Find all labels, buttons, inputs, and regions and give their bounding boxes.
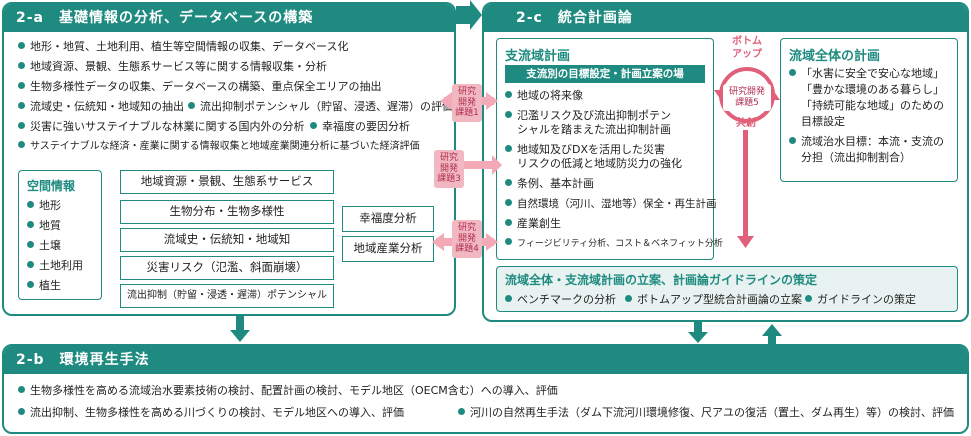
tag-task-3: 研究開発課題3 bbox=[434, 150, 464, 188]
panel-2a-title: 2-a 基礎情報の分析、データベースの構築 bbox=[4, 4, 454, 32]
bullet-dot bbox=[505, 111, 512, 118]
whole-plan-item-1: 「水害に安全で安心な地域」 bbox=[789, 67, 944, 81]
sub-plan-item-3: 地域知及びDXを活用した災害 bbox=[505, 143, 665, 157]
pink-down-arrow bbox=[737, 130, 754, 248]
sub-basin-plan-box: 支流域計画 支流別の目標設定・計画立案の場 地域の将来像 氾濫リスク及び流出抑制… bbox=[496, 38, 723, 260]
sub-basin-plan-title: 支流域計画 bbox=[505, 49, 571, 64]
bullet-2b-2: 流出抑制、生物多様性を高める川づくりの検討、モデル地区への導入、評価 bbox=[18, 406, 404, 420]
bullet-dot bbox=[18, 82, 25, 89]
bullet-dot bbox=[18, 408, 25, 415]
spatial-item-5: 植生 bbox=[27, 279, 61, 293]
box-disaster-risk: 災害リスク（氾濫、斜面崩壊） bbox=[120, 256, 334, 280]
spatial-item-4: 土地利用 bbox=[27, 259, 83, 273]
panel-2c-title: 2-c 統合計画論 bbox=[484, 4, 967, 32]
bullet-dot bbox=[505, 199, 512, 206]
sub-plan-item-2: 氾濫リスク及び流出抑制ポテン bbox=[505, 109, 671, 123]
sub-basin-banner: 支流別の目標設定・計画立案の場 bbox=[505, 65, 705, 83]
bullet-2a-6: 災害に強いサステイナブルな林業に関する国内外の分析 bbox=[18, 120, 305, 134]
bullet-dot bbox=[789, 69, 796, 76]
sub-plan-item-5: 自然環境（河川、湿地等）保全・再生計画 bbox=[505, 197, 717, 211]
bullet-dot bbox=[505, 219, 512, 226]
tag-task-5: 研究開発課題5 bbox=[723, 84, 771, 111]
bullet-2a-3: 生物多様性データの収集、データベースの構築、重点保全エリアの抽出 bbox=[18, 80, 381, 94]
guideline-title: 流域全体・支流域計画の立案、計画論ガイドラインの策定 bbox=[505, 273, 818, 287]
bullet-2a-1: 地形・地質、土地利用、植生等空間情報の収集、データベース化 bbox=[18, 40, 348, 54]
bullet-dot bbox=[458, 408, 465, 415]
bullet-dot bbox=[18, 141, 25, 148]
bullet-dot bbox=[625, 295, 632, 302]
panel-2b: 2-b 環境再生手法 生物多様性を高める流域治水要素技術の検討、配置計画の検討、… bbox=[2, 344, 969, 434]
guideline-item-1: ベンチマークの分析 bbox=[505, 293, 616, 307]
box-runoff-potential: 流出抑制（貯留・浸透・遅滞）ポテンシャル bbox=[120, 284, 334, 308]
bullet-dot bbox=[188, 102, 195, 109]
box-biodiversity: 生物分布・生物多様性 bbox=[120, 200, 334, 224]
bullet-dot bbox=[505, 295, 512, 302]
box-basin-history: 流域史・伝統知・地域知 bbox=[120, 228, 334, 252]
pink-arrow-3 bbox=[462, 155, 502, 175]
bullet-2b-1: 生物多様性を高める流域治水要素技術の検討、配置計画の検討、モデル地区（OECM含… bbox=[18, 384, 558, 398]
arrow-2b-up bbox=[762, 324, 782, 344]
bullet-dot bbox=[18, 386, 25, 393]
guideline-item-2: ボトムアップ型統合計画論の立案 bbox=[625, 293, 802, 307]
box-regional-resources: 地域資源・景観、生態系サービス bbox=[120, 170, 334, 194]
bullet-2b-3: 河川の自然再生手法（ダム下流河川環境修復、尺アユの復活（置土、ダム再生）等）の検… bbox=[458, 406, 954, 420]
bullet-dot bbox=[27, 201, 34, 208]
sub-plan-item-2b: シャルを踏まえた流出抑制計画 bbox=[517, 123, 671, 136]
bullet-dot bbox=[310, 122, 317, 129]
cycle-label-bottom: 共創 bbox=[736, 118, 756, 129]
bullet-dot bbox=[18, 62, 25, 69]
bullet-2a-5: 流出抑制ポテンシャル（貯留、浸透、遅滞）の評価 bbox=[188, 100, 453, 114]
bullet-dot bbox=[27, 221, 34, 228]
guideline-item-3: ガイドラインの策定 bbox=[805, 293, 916, 307]
panel-2a: 2-a 基礎情報の分析、データベースの構築 地形・地質、土地利用、植生等空間情報… bbox=[2, 2, 456, 316]
bullet-dot bbox=[505, 238, 512, 245]
arrow-2a-down bbox=[230, 316, 250, 342]
bullet-dot bbox=[27, 241, 34, 248]
whole-plan-item-1c: 「持続可能な地域」のための bbox=[801, 99, 944, 112]
bullet-dot bbox=[805, 295, 812, 302]
panel-2b-title: 2-b 環境再生手法 bbox=[4, 346, 967, 374]
sub-plan-item-4: 条例、基本計画 bbox=[505, 177, 594, 191]
bullet-dot bbox=[18, 102, 25, 109]
whole-basin-plan-box: 流域全体の計画 「水害に安全で安心な地域」 「豊かな環境のある暮らし」 「持続可… bbox=[780, 38, 958, 182]
bullet-dot bbox=[27, 281, 34, 288]
cycle-label-top2: アップ bbox=[732, 49, 762, 60]
bullet-dot bbox=[505, 91, 512, 98]
bullet-2a-7: 幸福度の要因分析 bbox=[310, 120, 410, 134]
spatial-item-3: 土壌 bbox=[27, 239, 61, 253]
bullet-dot bbox=[505, 179, 512, 186]
sub-plan-item-6: 産業創生 bbox=[505, 217, 561, 231]
bullet-dot bbox=[18, 122, 25, 129]
bullet-dot bbox=[18, 42, 25, 49]
arrow-2c-down bbox=[688, 322, 708, 343]
whole-plan-item-1d: 目標設定 bbox=[801, 115, 845, 128]
spatial-info-title: 空間情報 bbox=[27, 179, 76, 193]
spatial-item-2: 地質 bbox=[27, 219, 61, 233]
bullet-2a-2: 地域資源、景観、生態系サービス等に関する情報収集・分析 bbox=[18, 60, 327, 74]
box-regional-industry: 地域産業分析 bbox=[342, 236, 434, 262]
whole-plan-item-1b: 「豊かな環境のある暮らし」 bbox=[801, 83, 944, 96]
box-happiness-analysis: 幸福度分析 bbox=[342, 206, 434, 232]
whole-plan-item-2b: 分担（流出抑制割合） bbox=[801, 151, 911, 164]
panel-2c: 2-c 統合計画論 支流域計画 支流別の目標設定・計画立案の場 地域の将来像 氾… bbox=[482, 2, 969, 322]
guideline-box: 流域全体・支流域計画の立案、計画論ガイドラインの策定 ベンチマークの分析 ボトム… bbox=[496, 266, 958, 312]
cycle-label-top: ボトム bbox=[732, 36, 762, 47]
bullet-dot bbox=[27, 261, 34, 268]
sub-plan-item-3b: リスクの低減と地域防災力の強化 bbox=[517, 157, 682, 170]
bullet-2a-8: サステイナブルな経済・産業に関する情報収集と地域産業関連分析に基づいた経済評価 bbox=[18, 140, 420, 154]
bullet-2a-4: 流域史・伝統知・地域知の抽出 bbox=[18, 100, 184, 114]
spatial-info-box: 空間情報 地形 地質 土壌 土地利用 植生 bbox=[18, 170, 102, 300]
bullet-dot bbox=[505, 145, 512, 152]
spatial-item-1: 地形 bbox=[27, 199, 61, 213]
tag-task-1: 研究開発課題1 bbox=[452, 84, 482, 122]
whole-basin-plan-title: 流域全体の計画 bbox=[789, 49, 881, 64]
sub-plan-item-7: フィージビリティ分析、コスト＆ベネフィット分析 bbox=[505, 237, 723, 251]
arrow-2a-to-2c bbox=[456, 0, 482, 30]
tag-task-4: 研究開発課題4 bbox=[452, 220, 482, 258]
sub-plan-item-1: 地域の将来像 bbox=[505, 89, 583, 103]
whole-plan-item-2: 流域治水目標：本流・支流の bbox=[789, 135, 944, 149]
bullet-dot bbox=[789, 137, 796, 144]
